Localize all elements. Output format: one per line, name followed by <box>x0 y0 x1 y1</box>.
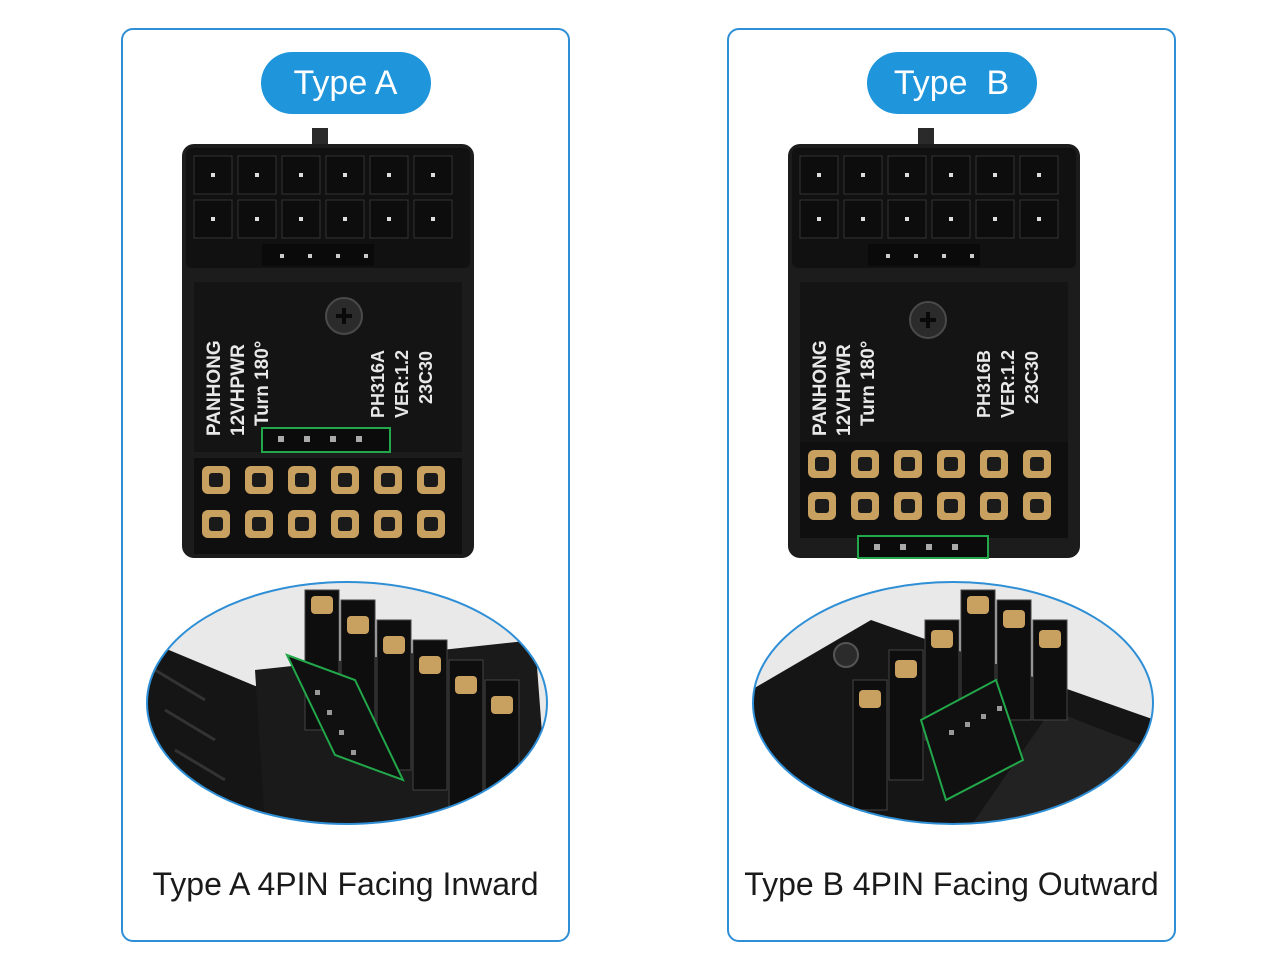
silk-turn: Turn 180° <box>858 341 879 426</box>
bottom-pin-grid <box>194 458 462 554</box>
type-a-panel: Type A <box>121 28 570 942</box>
type-b-label: Type B <box>866 52 1037 114</box>
silk-brand: PANHONG <box>204 340 225 436</box>
silk-date: 23C30 <box>416 351 436 404</box>
silk-date: 23C30 <box>1022 351 1042 404</box>
silk-part: PH316B <box>974 350 994 418</box>
type-a-adapter-photo: PANHONG 12VHPWR Turn 180° PH316A VER:1.2… <box>182 128 474 558</box>
type-a-closeup-ellipse <box>146 581 548 825</box>
4pin-header-highlight <box>857 535 989 559</box>
silk-part: PH316A <box>368 350 388 418</box>
type-b-panel: Type B <box>727 28 1176 942</box>
silk-model: 12VHPWR <box>834 344 855 436</box>
silk-ver: VER:1.2 <box>392 350 412 418</box>
type-b-caption: Type B 4PIN Facing Outward <box>744 866 1159 902</box>
type-a-caption: Type A 4PIN Facing Inward <box>152 866 539 902</box>
mounting-screw <box>325 297 363 335</box>
type-b-adapter-photo: PANHONG 12VHPWR Turn 180° PH316B VER:1.2… <box>788 128 1080 559</box>
4pin-header-highlight <box>261 427 391 453</box>
type-b-closeup-ellipse <box>752 581 1154 825</box>
silk-model: 12VHPWR <box>228 344 249 436</box>
top-socket-grid <box>193 155 453 266</box>
silk-ver: VER:1.2 <box>998 350 1018 418</box>
type-a-label: Type A <box>260 52 431 114</box>
silk-turn: Turn 180° <box>252 341 273 426</box>
top-socket-grid <box>799 155 1059 266</box>
mounting-screw <box>909 301 947 339</box>
silk-brand: PANHONG <box>810 340 831 436</box>
bottom-pin-grid <box>800 442 1068 538</box>
